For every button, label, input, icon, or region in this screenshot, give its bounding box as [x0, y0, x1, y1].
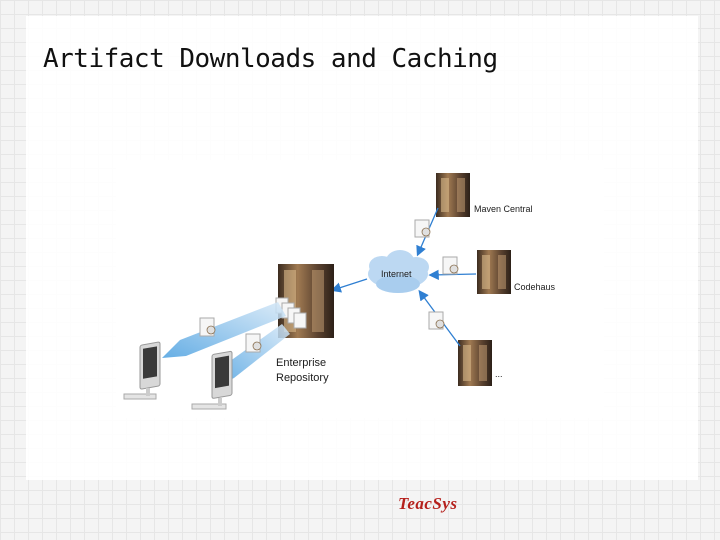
maven-central-label: Maven Central: [474, 204, 533, 214]
other-server-label: ...: [495, 369, 503, 379]
artifact-file-icon: [199, 317, 216, 337]
company-logo: TeacSys: [398, 494, 458, 513]
maven-central-server-icon: [436, 173, 470, 217]
distribution-beam-arrow: [162, 302, 286, 358]
distribution-beam-arrow: [218, 324, 290, 386]
diagram-area: [116, 160, 604, 418]
slide-title: Artifact Downloads and Caching: [43, 44, 498, 74]
codehaus-label: Codehaus: [514, 282, 556, 292]
enterprise-label-line2: Repository: [276, 372, 329, 384]
codehaus-server-icon: [477, 250, 511, 294]
artifact-file-icon: [442, 256, 459, 275]
client-computer-icon: [123, 341, 161, 400]
internet-cloud-icon: [368, 250, 429, 293]
other-server-icon: [458, 340, 492, 386]
enterprise-label-line1: Enterprise: [276, 357, 326, 369]
artifact-file-icon: [245, 333, 262, 353]
internet-label: Internet: [381, 269, 412, 279]
client-computer-icon: [191, 350, 233, 410]
artifact-file-icon: [428, 311, 445, 330]
artifact-file-icon: [414, 219, 431, 238]
